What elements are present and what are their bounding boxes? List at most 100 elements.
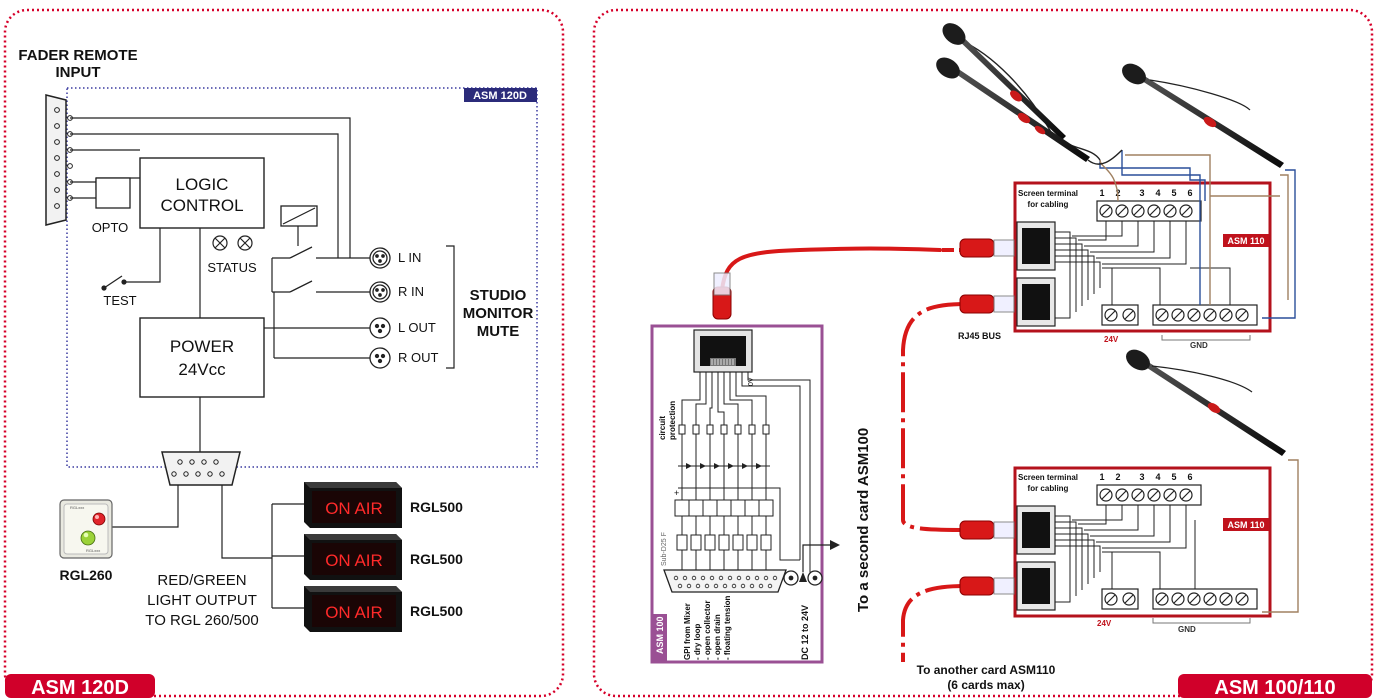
opto-box [95, 177, 131, 209]
on-air-text-1: ON AIR [325, 499, 383, 518]
screen-terminal-line1-card1: Screen terminal [1018, 189, 1078, 198]
asm100-gpi-line3: - open collector [703, 600, 712, 660]
svg-text:2: 2 [1115, 472, 1120, 482]
v24-label-card1: 24V [1104, 335, 1119, 344]
svg-text:4: 4 [1155, 472, 1160, 482]
studio-monitor-line2: MONITOR [463, 305, 534, 322]
svg-text:3: 3 [1139, 188, 1144, 198]
svg-text:1: 1 [1099, 472, 1104, 482]
asm120d-device-boundary [66, 87, 538, 468]
svg-text:6: 6 [1187, 188, 1192, 198]
asm120d-wiring [70, 117, 455, 609]
asm100-dc-label: DC 12 to 24V [800, 605, 810, 660]
gnd-label-card2: GND [1178, 625, 1196, 634]
microphone-icon-2 [936, 57, 1123, 165]
left-panel-frame [3, 8, 565, 698]
asm110-tag-label-1: ASM 110 [1227, 236, 1264, 246]
asm100-tag [652, 614, 667, 662]
gnd-label-card1: GND [1190, 341, 1208, 350]
rgl260-label: RGL260 [60, 567, 113, 583]
on-air-lamp-1: ON AIR [304, 482, 402, 528]
r-out-label: R OUT [398, 350, 439, 365]
svg-text:6: 6 [1187, 472, 1192, 482]
another-card-line1: To another card ASM110 [917, 663, 1056, 677]
test-label: TEST [103, 293, 136, 308]
asm110-tag-2 [1223, 518, 1269, 531]
status-label: STATUS [207, 260, 257, 275]
on-air-lamp-2: ON AIR [304, 534, 402, 580]
studio-monitor-line3: MUTE [477, 323, 520, 340]
test-switch-icon [101, 275, 127, 291]
asm100-connector-label: Sub-D25 F [661, 532, 668, 566]
logic-control-box [139, 157, 265, 229]
status-led-icon [212, 235, 253, 251]
asm100-card [650, 324, 824, 664]
rgl260-bottom-mark: RGLxxx [86, 548, 100, 553]
power-terminal-icon-2 [1101, 588, 1258, 610]
asm120d-tag-label: ASM 120D [473, 90, 527, 102]
light-output-line1: RED/GREEN [157, 572, 246, 589]
rj45-bus-cables [720, 246, 967, 662]
asm100-plus-sign: + [674, 488, 679, 498]
asm100-diodes [686, 463, 762, 469]
asm100-gpi-line1: GPI from Mixer [683, 603, 692, 660]
rj45-jack-icon-2 [1016, 505, 1056, 611]
rgl500-label-1: RGL500 [410, 499, 463, 515]
v24-label-card2: 24V [1097, 619, 1112, 628]
asm100-protection-line2: protection [668, 401, 677, 440]
fader-remote-connector-icon [45, 94, 73, 226]
light-output-line2: LIGHT OUTPUT [147, 592, 257, 609]
relay-switch-2 [289, 280, 313, 293]
svg-text:5: 5 [1171, 472, 1176, 482]
asm100-gpi-line4: - open drain [713, 614, 722, 660]
studio-monitor-line1: STUDIO [470, 287, 527, 304]
screen-terminal-line2-card2: for cabling [1028, 484, 1069, 493]
screen-terminal-line2-card1: for cabling [1028, 200, 1069, 209]
l-in-label: L IN [398, 250, 421, 265]
second-card-label: To a second card ASM100 [855, 428, 872, 612]
svg-text:5: 5 [1171, 188, 1176, 198]
asm110-wiring-1 [1055, 221, 1231, 319]
microphone-cables [1099, 150, 1299, 613]
relay-switch-1 [289, 246, 313, 259]
another-card-line2: (6 cards max) [947, 678, 1024, 692]
fader-remote-subtitle: INPUT [56, 64, 101, 81]
microphone-icon-4 [1126, 349, 1286, 456]
on-air-text-2: ON AIR [325, 551, 383, 570]
on-air-lamp-3: ON AIR [304, 586, 402, 632]
asm100-rj45-jack-icon [693, 329, 753, 373]
rgl260-top-mark: RGLxxx [70, 505, 84, 510]
asm110-tag-1 [1223, 234, 1269, 247]
logic-control-title: LOGIC [176, 175, 229, 194]
asm100-gpi-line5: - floating tension [723, 595, 732, 660]
screw-terminal-block-icon-2 [1096, 484, 1202, 506]
microphone-icon-3 [1122, 63, 1284, 168]
asm100-zero-volt: 0V [748, 377, 755, 386]
asm100-dc-input-icon [783, 540, 840, 586]
logic-control-subtitle: CONTROL [160, 196, 243, 215]
asm120d-device-tag [464, 88, 537, 102]
microphone-icon-1 [942, 23, 1101, 161]
asm100-tag-label: ASM 100 [655, 616, 665, 654]
asm100-gpi-line2: - dry loop [693, 623, 702, 660]
rgl260-light-icon [59, 499, 113, 559]
screen-terminal-line1-card2: Screen terminal [1018, 473, 1078, 482]
fader-remote-title: FADER REMOTE [18, 47, 137, 64]
asm100-subd25-connector-icon [663, 569, 787, 593]
asm100-wiring [678, 372, 811, 580]
power-voltage: 24Vcc [178, 360, 226, 379]
rj45-plug-icons [712, 238, 1015, 596]
rgl500-label-2: RGL500 [410, 551, 463, 567]
r-in-label: R IN [398, 284, 424, 299]
asm100-protection-resistors [678, 424, 770, 435]
power-terminal-icon [1101, 304, 1258, 326]
asm100-protection-line1: circuit [658, 416, 667, 440]
asm100-optocouplers [674, 499, 774, 551]
on-air-text-3: ON AIR [325, 603, 383, 622]
asm110-wiring-2 [1055, 505, 1196, 603]
opto-label: OPTO [92, 220, 129, 235]
right-panel-frame [592, 8, 1374, 698]
svg-text:3: 3 [1139, 472, 1144, 482]
svg-text:1: 1 [1099, 188, 1104, 198]
l-out-label: L OUT [398, 320, 436, 335]
